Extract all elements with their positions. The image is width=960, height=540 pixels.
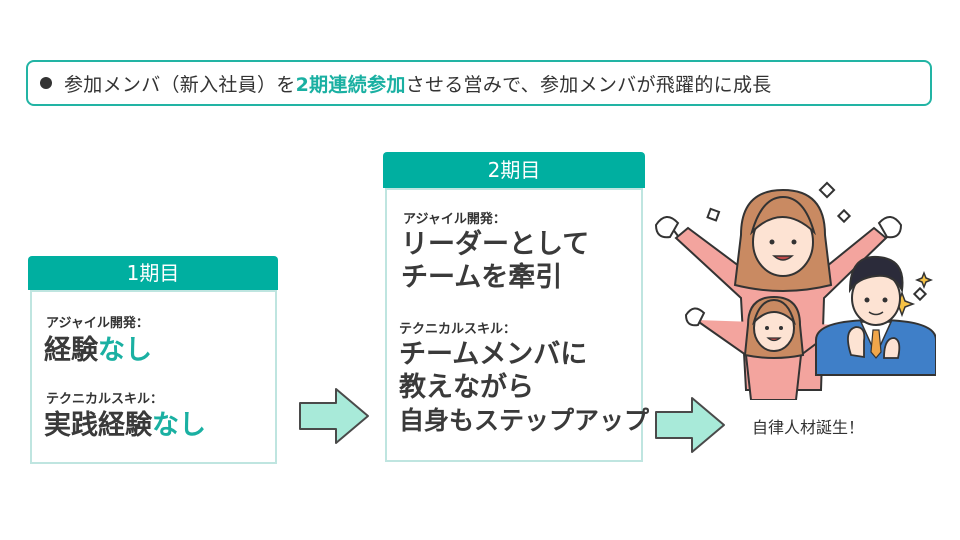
right-arrow-icon: [299, 388, 369, 444]
phase1-agile-value: 経験なし: [44, 334, 152, 367]
phase2-tab: 2期目: [383, 152, 645, 188]
right-arrow-icon: [655, 397, 725, 453]
phase1-agile-label: アジャイル開発：: [46, 316, 149, 331]
phase2-agile-line1: リーダーとして: [401, 229, 590, 260]
banner-text: 参加メンバ（新入社員）を2期連続参加させる営みで、参加メンバが飛躍的に成長: [64, 70, 772, 97]
phase2-tech-line3: 自身もステップアップ: [399, 406, 650, 435]
celebrating-people-illustration: [654, 181, 936, 400]
phase2-box: アジャイル開発： リーダーとして チームを牽引 テクニカルスキル： チームメンバ…: [385, 188, 649, 462]
phase1-agile-main: 経験: [44, 335, 98, 366]
phase1-tech-highlight: なし: [152, 410, 206, 441]
phase2-agile-line2: チームを牽引: [401, 262, 563, 293]
banner-text-pre: 参加メンバ（新入社員）を: [64, 73, 296, 96]
banner-text-post: させる営みで、参加メンバが飛躍的に成長: [405, 73, 772, 96]
phase2-tech-line1: チームメンバに: [399, 339, 588, 370]
phase1-tab: 1期目: [28, 256, 278, 290]
phase1-box: アジャイル開発： 経験なし テクニカルスキル： 実践経験なし: [30, 290, 277, 464]
banner-highlight: 2期連続参加: [295, 73, 406, 96]
summary-banner: 参加メンバ（新入社員）を2期連続参加させる営みで、参加メンバが飛躍的に成長: [26, 60, 932, 106]
bullet-icon: [40, 77, 52, 89]
phase2-tech-line2: 教えながら: [399, 372, 534, 403]
phase1-tech-value: 実践経験なし: [44, 409, 206, 442]
phase2-tech-label: テクニカルスキル：: [399, 322, 517, 337]
phase1-tech-label: テクニカルスキル：: [46, 392, 164, 407]
phase1-agile-highlight: なし: [98, 335, 152, 366]
result-text: 自律人材誕生！: [752, 418, 865, 437]
phase1-tech-main: 実践経験: [44, 410, 152, 441]
phase2-agile-label: アジャイル開発：: [403, 212, 506, 227]
